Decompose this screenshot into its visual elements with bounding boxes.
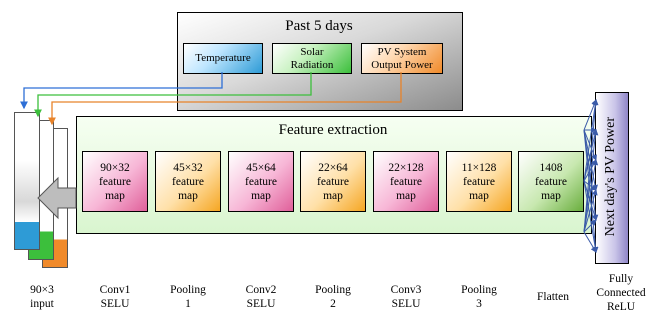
label-fc-line1: Fully (608, 273, 634, 285)
input-to-features-arrow (37, 176, 77, 220)
label-conv1: Conv1 SELU (93, 283, 137, 311)
label-conv3-line1: Conv3 (390, 284, 422, 296)
label-fc-line3: ReLU (606, 301, 636, 313)
feature-map-5-line3: map (396, 189, 416, 202)
feature-map-6-line2: feature (463, 175, 495, 188)
feature-map-6-line3: map (469, 189, 489, 202)
label-pooling3: Pooling 3 (457, 283, 501, 311)
feature-map-4-line2: feature (317, 175, 349, 188)
label-pooling2-line2: 2 (330, 298, 336, 310)
label-input: 90×3 input (22, 283, 62, 311)
feature-extraction-title: Feature extraction (278, 122, 388, 138)
feature-map-7-size: 1408 (539, 161, 563, 174)
label-flatten: Flatten (528, 290, 578, 304)
feature-map-4-line3: map (323, 189, 343, 202)
feature-map-3-line3: map (251, 189, 271, 202)
label-pooling2-line1: Pooling (315, 284, 351, 296)
label-conv1-line2: SELU (100, 298, 130, 310)
past-days-title: Past 5 days (285, 18, 353, 34)
label-pooling3-line1: Pooling (461, 284, 497, 296)
pv-arrow (48, 72, 402, 126)
label-pooling1: Pooling 1 (166, 283, 210, 311)
label-conv2: Conv2 SELU (239, 283, 283, 311)
feature-map-2-size: 45×32 (173, 161, 203, 174)
feature-map-3-size: 45×64 (246, 161, 276, 174)
label-pooling3-line2: 3 (476, 298, 482, 310)
solar-radiation-source-box: Solar Radiation (272, 43, 352, 74)
solar-label-line2: Radiation (290, 58, 334, 71)
solar-label-line1: Solar (300, 45, 324, 58)
label-conv3-line2: SELU (391, 298, 421, 310)
label-flatten-line1: Flatten (537, 291, 569, 303)
pv-output-source-box: PV System Output Power (361, 43, 443, 74)
label-conv1-line1: Conv1 (99, 284, 131, 296)
feature-map-4-size: 22×64 (318, 161, 348, 174)
temperature-source-box: Temperature (183, 43, 263, 74)
feature-map-5-line2: feature (390, 175, 422, 188)
label-input-line1: 90×3 (30, 284, 54, 296)
feature-map-1-line2: feature (99, 175, 131, 188)
feature-map-1-line3: map (105, 189, 125, 202)
label-conv2-line1: Conv2 (245, 284, 277, 296)
fully-connected-lines (583, 99, 599, 253)
feature-map-3-line2: feature (245, 175, 277, 188)
label-pooling1-line2: 1 (185, 298, 191, 310)
feature-map-7-line2: feature (535, 175, 567, 188)
temperature-arrow (20, 72, 223, 110)
solar-arrow (34, 72, 312, 118)
feature-map-6-size: 11×128 (461, 161, 497, 174)
feature-map-1-size: 90×32 (100, 161, 130, 174)
feature-map-2-line3: map (178, 189, 198, 202)
temperature-label: Temperature (195, 52, 251, 64)
output-block (595, 92, 629, 264)
label-conv2-line2: SELU (246, 298, 276, 310)
input-channel-temperature (14, 112, 40, 250)
label-conv3: Conv3 SELU (384, 283, 428, 311)
label-fully-connected: Fully Connected ReLU (594, 272, 648, 314)
pv-label-line2: Output Power (371, 58, 433, 71)
pv-label-line1: PV System (377, 45, 427, 58)
label-pooling1-line1: Pooling (170, 284, 206, 296)
label-input-line2: input (30, 298, 54, 310)
feature-map-7-line3: map (541, 189, 561, 202)
feature-map-5-size: 22×128 (388, 161, 424, 174)
label-pooling2: Pooling 2 (311, 283, 355, 311)
label-fc-line2: Connected (596, 287, 646, 299)
feature-map-2-line2: feature (172, 175, 204, 188)
